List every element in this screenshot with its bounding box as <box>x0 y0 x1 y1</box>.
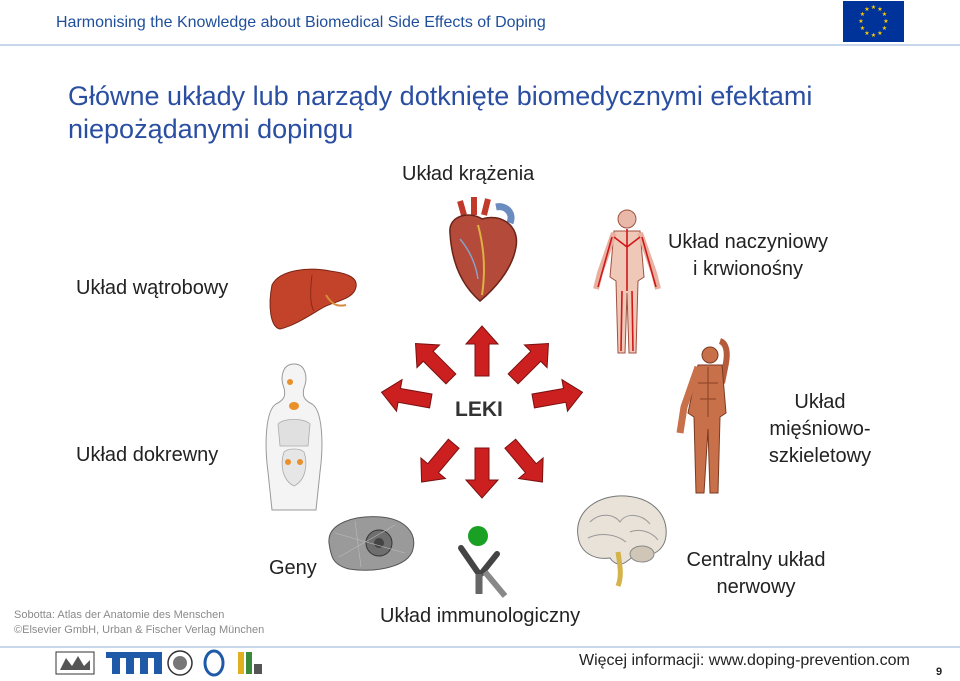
header-title: Harmonising the Knowledge about Biomedic… <box>56 14 546 31</box>
label-genes: Geny <box>269 557 317 579</box>
cell-micrograph-illustration <box>328 516 415 571</box>
muscle-figure-illustration <box>676 338 730 494</box>
label-nervous-line1: Centralny układ <box>686 549 826 571</box>
label-vascular-line1: Układ naczyniowy <box>667 231 829 253</box>
header-divider <box>0 44 960 46</box>
svg-text:★: ★ <box>860 11 865 18</box>
arrow-down-left <box>408 432 467 493</box>
eu-flag-logo: ★★★ ★★★ ★★★ ★★★ <box>843 1 904 42</box>
arrow-down <box>465 447 499 499</box>
university-seal-logo <box>167 650 193 676</box>
partner-logo-flag <box>238 652 262 674</box>
label-musculo-line1: Układ <box>794 391 846 413</box>
endocrine-body-illustration <box>265 363 323 511</box>
label-musculoskeletal-system: Układ mięśniowo- szkieletowy <box>755 389 885 470</box>
label-endocrine-system: Układ dokrewny <box>76 444 219 466</box>
svg-text:★: ★ <box>882 25 887 32</box>
label-nervous-line2: nerwowy <box>716 576 796 598</box>
heart-illustration <box>449 197 518 302</box>
arrow-down-right <box>497 432 556 493</box>
tum-logo <box>106 652 162 674</box>
label-vascular-system: Układ naczyniowy i krwionośny <box>660 229 836 283</box>
svg-text:★: ★ <box>860 25 865 32</box>
arrow-up-right <box>501 331 561 391</box>
svg-text:★: ★ <box>877 30 882 37</box>
svg-text:★: ★ <box>864 30 869 37</box>
image-credit-line2: ©Elsevier GmbH, Urban & Fischer Verlag M… <box>14 624 265 636</box>
arrow-up-left <box>403 331 463 391</box>
label-hepatic-system: Układ wątrobowy <box>76 277 229 299</box>
slide-title: Główne układy lub narządy dotknięte biom… <box>68 81 813 144</box>
svg-text:★: ★ <box>883 18 888 25</box>
antibody-icon <box>458 526 508 598</box>
arrow-left <box>378 376 435 418</box>
label-nervous-system: Centralny układ nerwowy <box>668 547 844 601</box>
svg-text:★: ★ <box>871 32 876 39</box>
svg-text:★: ★ <box>871 4 876 11</box>
label-musculo-line2: mięśniowo- <box>769 418 871 440</box>
vascular-body-illustration <box>593 209 661 354</box>
partner-logo-circle <box>203 649 225 677</box>
thyroid-gland <box>289 402 299 410</box>
svg-text:★: ★ <box>882 11 887 18</box>
footer-divider <box>0 646 960 648</box>
svg-text:★: ★ <box>864 6 869 13</box>
label-immune-system: Układ immunologiczny <box>380 605 581 627</box>
partner-logos <box>55 649 262 677</box>
page-number: 9 <box>936 666 943 678</box>
arrow-up <box>465 325 499 377</box>
svg-text:★: ★ <box>877 6 882 13</box>
label-circulatory-system: Układ krążenia <box>402 163 535 185</box>
label-musculo-line3: szkieletowy <box>768 445 872 467</box>
arrow-right <box>529 376 586 418</box>
image-credit-line1: Sobotta: Atlas der Anatomie des Menschen <box>14 609 225 621</box>
drugs-center-label: LEKI <box>455 398 503 421</box>
partner-logo-crest <box>55 651 95 675</box>
brain-illustration <box>577 495 667 587</box>
more-info-link[interactable]: Więcej informacji: www.doping-prevention… <box>579 652 910 669</box>
label-vascular-line2: i krwionośny <box>692 258 804 280</box>
liver-illustration <box>269 268 357 330</box>
svg-text:★: ★ <box>858 18 863 25</box>
